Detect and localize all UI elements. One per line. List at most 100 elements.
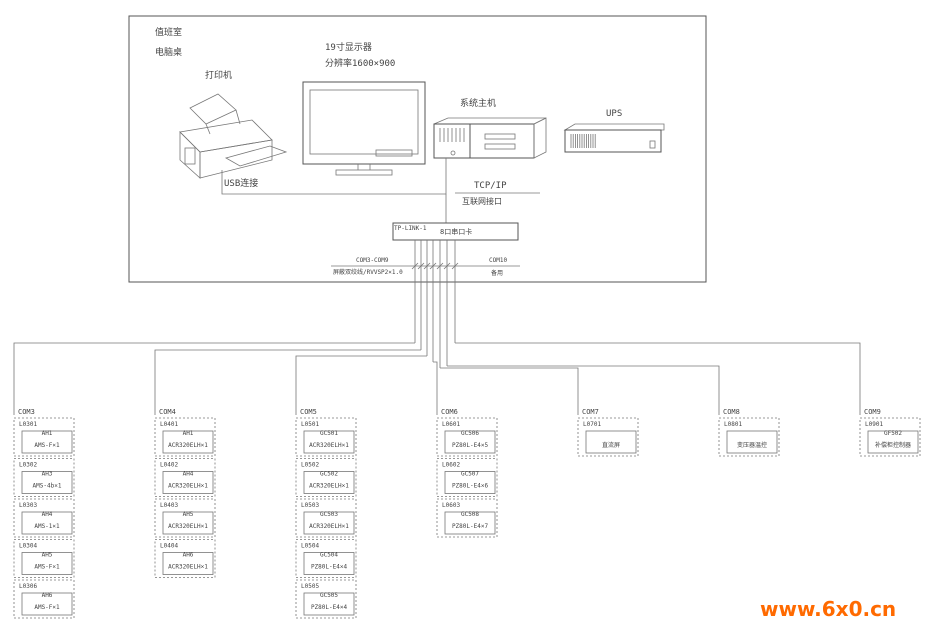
device-address: L0601	[442, 421, 460, 428]
device-address: L0403	[160, 502, 178, 509]
device-model: ACR320ELH×1	[168, 483, 208, 490]
device-body	[21, 471, 73, 494]
device-model: 补偿柜控制器	[875, 441, 911, 449]
device-frame	[154, 498, 216, 538]
device-model: AMS-F×1	[34, 604, 60, 611]
device-name: AH6	[183, 552, 194, 559]
monitor-icon	[302, 81, 426, 176]
device-address: L0901	[865, 421, 883, 428]
device-name: GC507	[461, 471, 479, 478]
bus-left-label: COM3-COM9	[356, 257, 389, 264]
device-body	[162, 552, 214, 575]
device-body	[21, 511, 73, 535]
device-address: L0701	[583, 421, 601, 428]
device-column: COM4L0401AH1ACR320ELH×1L0402AH4ACR320ELH…	[154, 408, 216, 578]
device-model: PZ80L-E4×4	[311, 564, 348, 571]
device-model: PZ80L-E4×4	[311, 604, 348, 611]
device-frame	[295, 417, 357, 457]
monitor-label-1: 19寸显示器	[325, 41, 372, 53]
device-address: L0304	[19, 543, 37, 550]
device-body	[444, 511, 496, 535]
trunk-branch	[447, 365, 720, 415]
device-body	[585, 430, 637, 454]
device-body	[303, 592, 355, 616]
device-frame	[859, 417, 921, 457]
device-model: 直流屏	[602, 441, 620, 449]
usb-label: USB连接	[224, 177, 258, 189]
device-body	[444, 430, 496, 454]
device-name: GC505	[320, 592, 338, 599]
trunk-branch	[455, 342, 861, 415]
device-frame	[436, 458, 498, 497]
device-body	[162, 430, 214, 454]
device-frame	[436, 417, 498, 457]
trunk-tick	[436, 262, 444, 270]
device-name: GC501	[320, 430, 338, 437]
device-name: AH5	[42, 552, 53, 559]
device-body	[444, 471, 496, 494]
device-body	[867, 430, 919, 454]
device-body	[21, 552, 73, 575]
device-model: AMS-F×1	[34, 564, 60, 571]
device-name: AH5	[183, 511, 194, 518]
device-body	[303, 552, 355, 575]
device-address: L0306	[19, 583, 37, 590]
device-body	[162, 511, 214, 535]
device-address: L0302	[19, 462, 37, 469]
device-model: PZ80L-E4×6	[452, 483, 489, 490]
trunk-tick	[443, 262, 451, 270]
device-model: ACR320ELH×1	[168, 523, 208, 530]
device-address: L0401	[160, 421, 178, 428]
device-address: L0602	[442, 462, 460, 469]
device-name: GC504	[320, 552, 338, 559]
device-frame	[154, 458, 216, 497]
trunk-tick	[417, 262, 425, 270]
device-model: ACR320ELH×1	[309, 442, 349, 449]
trunk-branch	[13, 342, 415, 415]
device-body	[303, 471, 355, 494]
com-label: COM8	[723, 408, 740, 416]
trunk-lines	[13, 240, 861, 415]
serial-card-label: 8口串口卡	[440, 227, 472, 236]
device-body	[303, 430, 355, 454]
trunk-branch	[154, 349, 421, 415]
device-name: AH1	[42, 430, 53, 437]
device-frame	[295, 579, 357, 619]
com-label: COM5	[300, 408, 317, 416]
device-address: L0603	[442, 502, 460, 509]
device-name: GC506	[461, 430, 479, 437]
device-columns: COM3L0301AH1AMS-F×1L0302AH3AMS-4b×1L0303…	[13, 408, 921, 619]
trunk-tick	[429, 262, 437, 270]
ups-icon	[563, 123, 665, 153]
trunk-branch	[295, 355, 427, 415]
device-body	[162, 471, 214, 494]
device-frame	[154, 417, 216, 457]
trunk-tick	[423, 262, 431, 270]
com-label: COM7	[582, 408, 599, 416]
device-frame	[577, 417, 639, 457]
room-label-2: 电脑桌	[155, 46, 182, 58]
com-label: COM9	[864, 408, 881, 416]
device-model: 变压器温控	[737, 441, 767, 449]
device-frame	[295, 498, 357, 538]
trunk-tick	[411, 262, 419, 270]
device-name: AH6	[42, 592, 53, 599]
device-model: PZ80L-E4×5	[452, 442, 489, 449]
printer-icon	[179, 93, 288, 179]
com-label: COM4	[159, 408, 176, 416]
